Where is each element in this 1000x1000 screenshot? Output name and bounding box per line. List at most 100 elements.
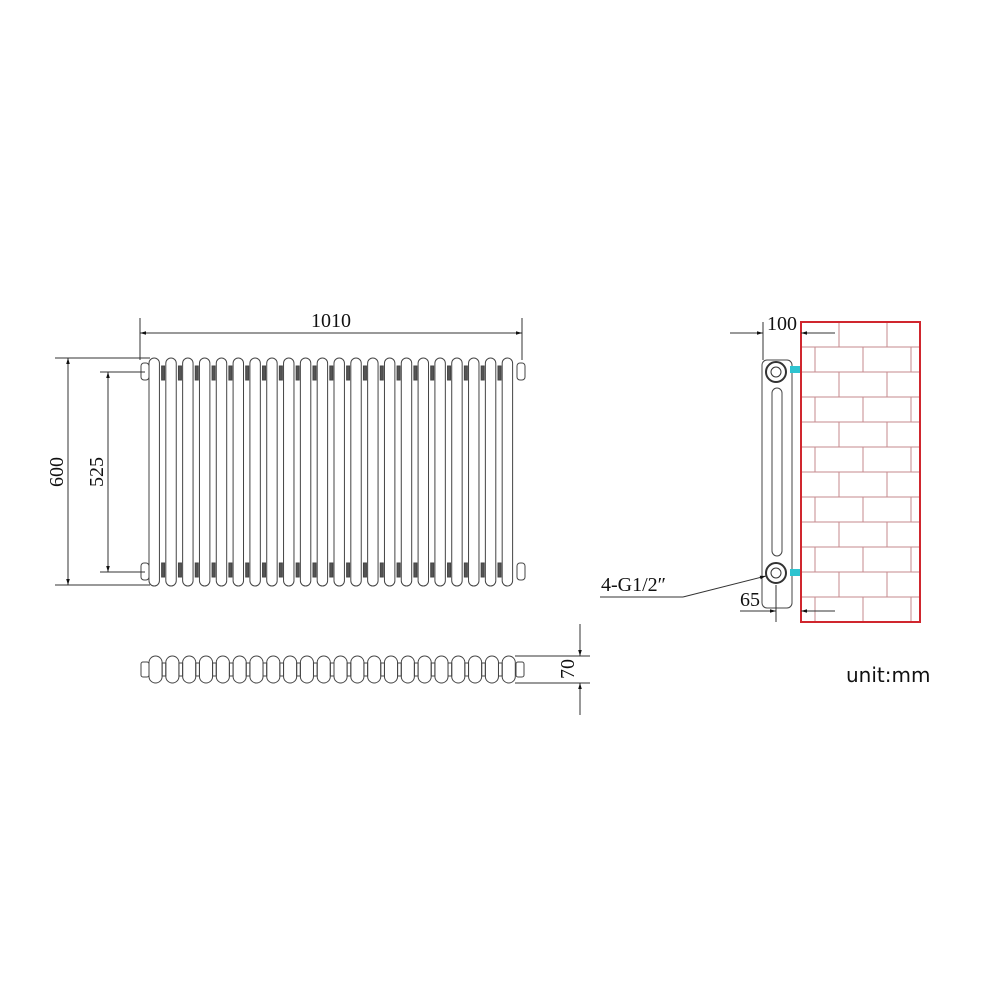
column-joint [228, 365, 233, 381]
radiator-column [400, 357, 413, 587]
radiator-column [434, 357, 446, 587]
column-joint [262, 365, 267, 381]
section-joint [329, 662, 335, 677]
radiator-column [182, 357, 194, 587]
section-joint [497, 662, 503, 677]
radiator-column [350, 357, 362, 587]
pipe-offset-label: 65 [740, 589, 760, 611]
radiator-column [333, 357, 345, 587]
section-joint [228, 662, 234, 677]
end-plug [515, 661, 525, 678]
depth-dimension [515, 624, 590, 715]
column-joint [194, 562, 199, 578]
column-joint [379, 562, 384, 578]
column-section [350, 655, 365, 684]
column-joint [430, 365, 435, 381]
column-joint [194, 365, 199, 381]
column-section [333, 655, 348, 684]
wall-bracket-top [790, 366, 801, 373]
brick-wall [800, 321, 921, 623]
column-joint [346, 365, 351, 381]
radiator-column [165, 357, 177, 587]
column-joint [278, 365, 283, 381]
column-section [316, 655, 331, 684]
radiator-column [383, 357, 396, 587]
column-joint [312, 365, 317, 381]
column-section [148, 655, 163, 684]
section-joint [380, 662, 385, 677]
column-section [417, 655, 432, 684]
column-section [400, 655, 415, 684]
column-joint [430, 562, 435, 578]
section-joint [161, 662, 167, 677]
section-joint [262, 662, 268, 677]
section-joint [212, 662, 217, 677]
front-view [140, 357, 526, 587]
column-section [383, 655, 399, 684]
radiator-column [367, 357, 379, 587]
width-label: 1010 [311, 310, 351, 332]
top-connection [765, 361, 787, 383]
pipe-offset-dimension [740, 585, 835, 622]
connection-label: 4-G1/2″ [601, 574, 666, 596]
column-joint [480, 365, 485, 381]
column-joint [463, 365, 468, 381]
column-joint [312, 562, 317, 578]
end-plug [516, 562, 526, 581]
section-joint [413, 662, 419, 677]
section-joint [346, 662, 352, 677]
column-joint [228, 562, 233, 578]
top-view [140, 655, 525, 684]
column-joint [211, 562, 216, 578]
column-joint [362, 365, 367, 381]
column-section [215, 655, 230, 684]
section-joint [397, 662, 402, 677]
column-joint [362, 562, 367, 578]
column-joint [295, 365, 300, 381]
radiator-column [232, 357, 245, 587]
column-section [266, 655, 281, 684]
wall-distance-dimension [730, 322, 835, 360]
column-joint [245, 562, 250, 578]
radiator-column [316, 357, 329, 587]
column-section [232, 655, 247, 684]
bottom-connection [765, 562, 787, 584]
column-joint [413, 562, 418, 578]
column-section [484, 655, 499, 684]
centers-dimension [100, 371, 145, 573]
section-joint [296, 662, 301, 677]
column-joint [480, 562, 485, 578]
radiator-column [266, 357, 278, 587]
depth-label: 70 [557, 659, 579, 679]
column-joint [295, 562, 300, 578]
section-joint [481, 662, 486, 677]
radiator-column [198, 357, 211, 587]
radiator-column [468, 357, 480, 587]
column-section [451, 655, 466, 684]
column-joint [447, 562, 452, 578]
column-joint [463, 562, 468, 578]
column-joint [161, 562, 166, 578]
column-section [165, 655, 180, 684]
column-joint [177, 365, 182, 381]
radiator-column [299, 357, 312, 587]
radiator-column [484, 357, 497, 587]
column-joint [262, 562, 267, 578]
radiator-column [501, 357, 514, 587]
end-plug [516, 362, 526, 381]
column-joint [497, 562, 502, 578]
height-label: 600 [46, 457, 68, 487]
section-joint [245, 662, 251, 677]
column-joint [211, 365, 216, 381]
width-dimension [139, 318, 523, 360]
section-joint [195, 662, 200, 677]
end-plug [140, 661, 150, 678]
radiator-column [215, 357, 228, 587]
column-joint [278, 562, 283, 578]
height-dimension [55, 357, 150, 586]
centers-label: 525 [86, 457, 108, 487]
column-section [367, 655, 382, 684]
column-joint [329, 365, 334, 381]
section-joint [430, 662, 436, 677]
